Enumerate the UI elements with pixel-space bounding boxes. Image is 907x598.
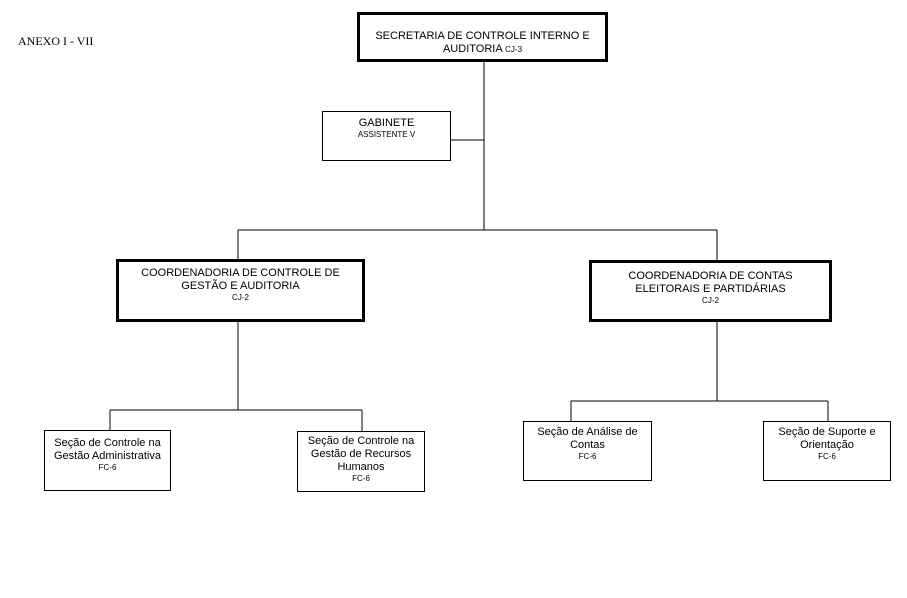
- secao-gestao-administrativa-code: FC-6: [98, 463, 117, 472]
- coordenadoria-gestao-code: CJ-2: [232, 293, 249, 302]
- gabinete-code: ASSISTENTE V: [357, 130, 416, 139]
- coordenadoria-contas-code: CJ-2: [702, 296, 719, 305]
- secao-suporte-orientacao-title: Seção de Suporte e: [778, 426, 876, 438]
- secao-suporte-orientacao-code: FC-6: [818, 452, 836, 461]
- gabinete-title: GABINETE: [358, 117, 415, 129]
- secao-analise-contas-title-2: Contas: [570, 439, 605, 451]
- secao-recursos-humanos-title-2: Gestão de Recursos: [310, 448, 412, 460]
- secao-recursos-humanos-code: FC-6: [352, 474, 370, 483]
- secao-recursos-humanos-title: Seção de Controle na: [307, 435, 415, 447]
- secretaria-title-2: AUDITORIA: [442, 43, 503, 55]
- secretaria-box: SECRETARIA DE CONTROLE INTERNO E AUDITOR…: [357, 12, 608, 62]
- secretaria-title: SECRETARIA DE CONTROLE INTERNO E: [375, 30, 590, 42]
- secao-analise-contas-box: Seção de Análise de Contas FC-6: [523, 421, 652, 481]
- annex-label: ANEXO I - VII: [18, 34, 94, 48]
- secao-gestao-administrativa-title: Seção de Controle na: [54, 437, 161, 449]
- secao-suporte-orientacao-box: Seção de Suporte e Orientação FC-6: [763, 421, 891, 481]
- secretaria-code: CJ-3: [505, 45, 523, 54]
- coordenadoria-gestao-title: COORDENADORIA DE CONTROLE DE: [141, 267, 340, 279]
- secao-recursos-humanos-title-3: Humanos: [337, 461, 385, 473]
- coordenadoria-contas-title-2: ELEITORAIS E PARTIDÁRIAS: [635, 283, 786, 295]
- secao-analise-contas-title: Seção de Análise de: [537, 426, 638, 438]
- coordenadoria-contas-box: COORDENADORIA DE CONTAS ELEITORAIS E PAR…: [589, 260, 832, 322]
- secao-gestao-administrativa-box: Seção de Controle na Gestão Administrati…: [44, 430, 171, 491]
- secao-analise-contas-code: FC-6: [578, 452, 597, 461]
- coordenadoria-gestao-title-2: GESTÃO E AUDITORIA: [181, 280, 300, 292]
- secao-gestao-administrativa-title-2: Gestão Administrativa: [54, 450, 161, 462]
- secao-recursos-humanos-box: Seção de Controle na Gestão de Recursos …: [297, 431, 425, 492]
- coordenadoria-contas-title: COORDENADORIA DE CONTAS: [628, 270, 793, 282]
- gabinete-box: GABINETE ASSISTENTE V: [322, 111, 451, 161]
- coordenadoria-gestao-box: COORDENADORIA DE CONTROLE DE GESTÃO E AU…: [116, 259, 365, 322]
- secao-suporte-orientacao-title-2: Orientação: [800, 439, 854, 451]
